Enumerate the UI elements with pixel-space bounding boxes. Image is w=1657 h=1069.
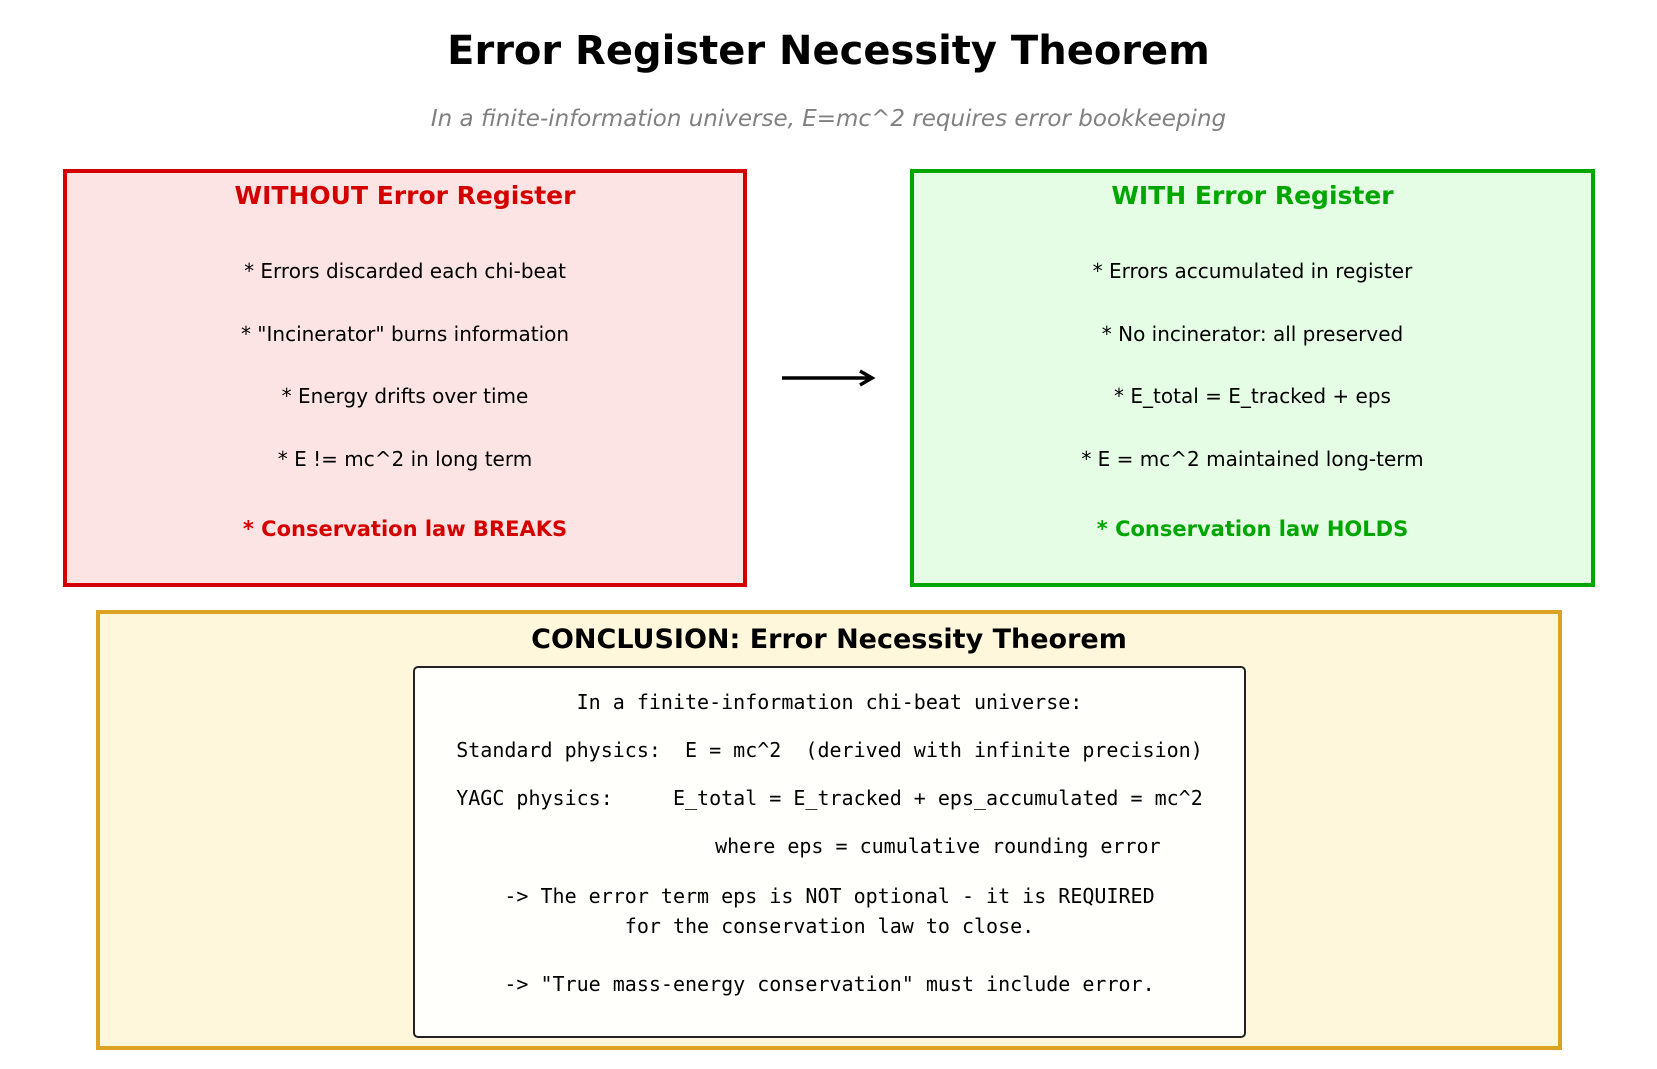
panel-item: * E_total = E_tracked + eps — [1114, 384, 1391, 408]
note-line: for the conservation law to close. — [624, 914, 1035, 938]
panel-item: * "Incinerator" burns information — [240, 322, 570, 346]
panel-heading: WITH Error Register — [1111, 181, 1394, 210]
page-subtitle: In a finite-information universe, E=mc^2… — [430, 106, 1227, 132]
page-title: Error Register Necessity Theorem — [447, 28, 1210, 74]
right-arrow-icon — [782, 369, 876, 387]
note-line: YAGC physics: E_total = E_tracked + eps_… — [456, 786, 1203, 810]
panel-heading: WITHOUT Error Register — [234, 181, 576, 210]
conclusion-title: CONCLUSION: Error Necessity Theorem — [531, 624, 1127, 655]
panel-item: * Errors discarded each chi-beat — [244, 259, 566, 283]
with-register-panel: WITH Error Register * Errors accumulated… — [910, 169, 1595, 587]
conclusion-note-box: In a finite-information chi-beat univers… — [413, 666, 1246, 1038]
note-line: -> "True mass-energy conservation" must … — [504, 972, 1155, 996]
panel-item: * Energy drifts over time — [281, 384, 529, 408]
without-register-panel: WITHOUT Error Register * Errors discarde… — [63, 169, 747, 587]
panel-item: * E != mc^2 in long term — [277, 447, 533, 471]
note-line: In a finite-information chi-beat univers… — [576, 690, 1083, 714]
note-line: -> The error term eps is NOT optional - … — [504, 884, 1155, 908]
note-line: where eps = cumulative rounding error — [498, 834, 1161, 858]
panel-conclusion: * Conservation law BREAKS — [242, 517, 568, 541]
panel-item: * Errors accumulated in register — [1092, 259, 1413, 283]
note-line: Standard physics: E = mc^2 (derived with… — [456, 738, 1203, 762]
panel-item: * No incinerator: all preserved — [1101, 322, 1404, 346]
panel-conclusion: * Conservation law HOLDS — [1096, 517, 1409, 541]
panel-item: * E = mc^2 maintained long-term — [1081, 447, 1424, 471]
